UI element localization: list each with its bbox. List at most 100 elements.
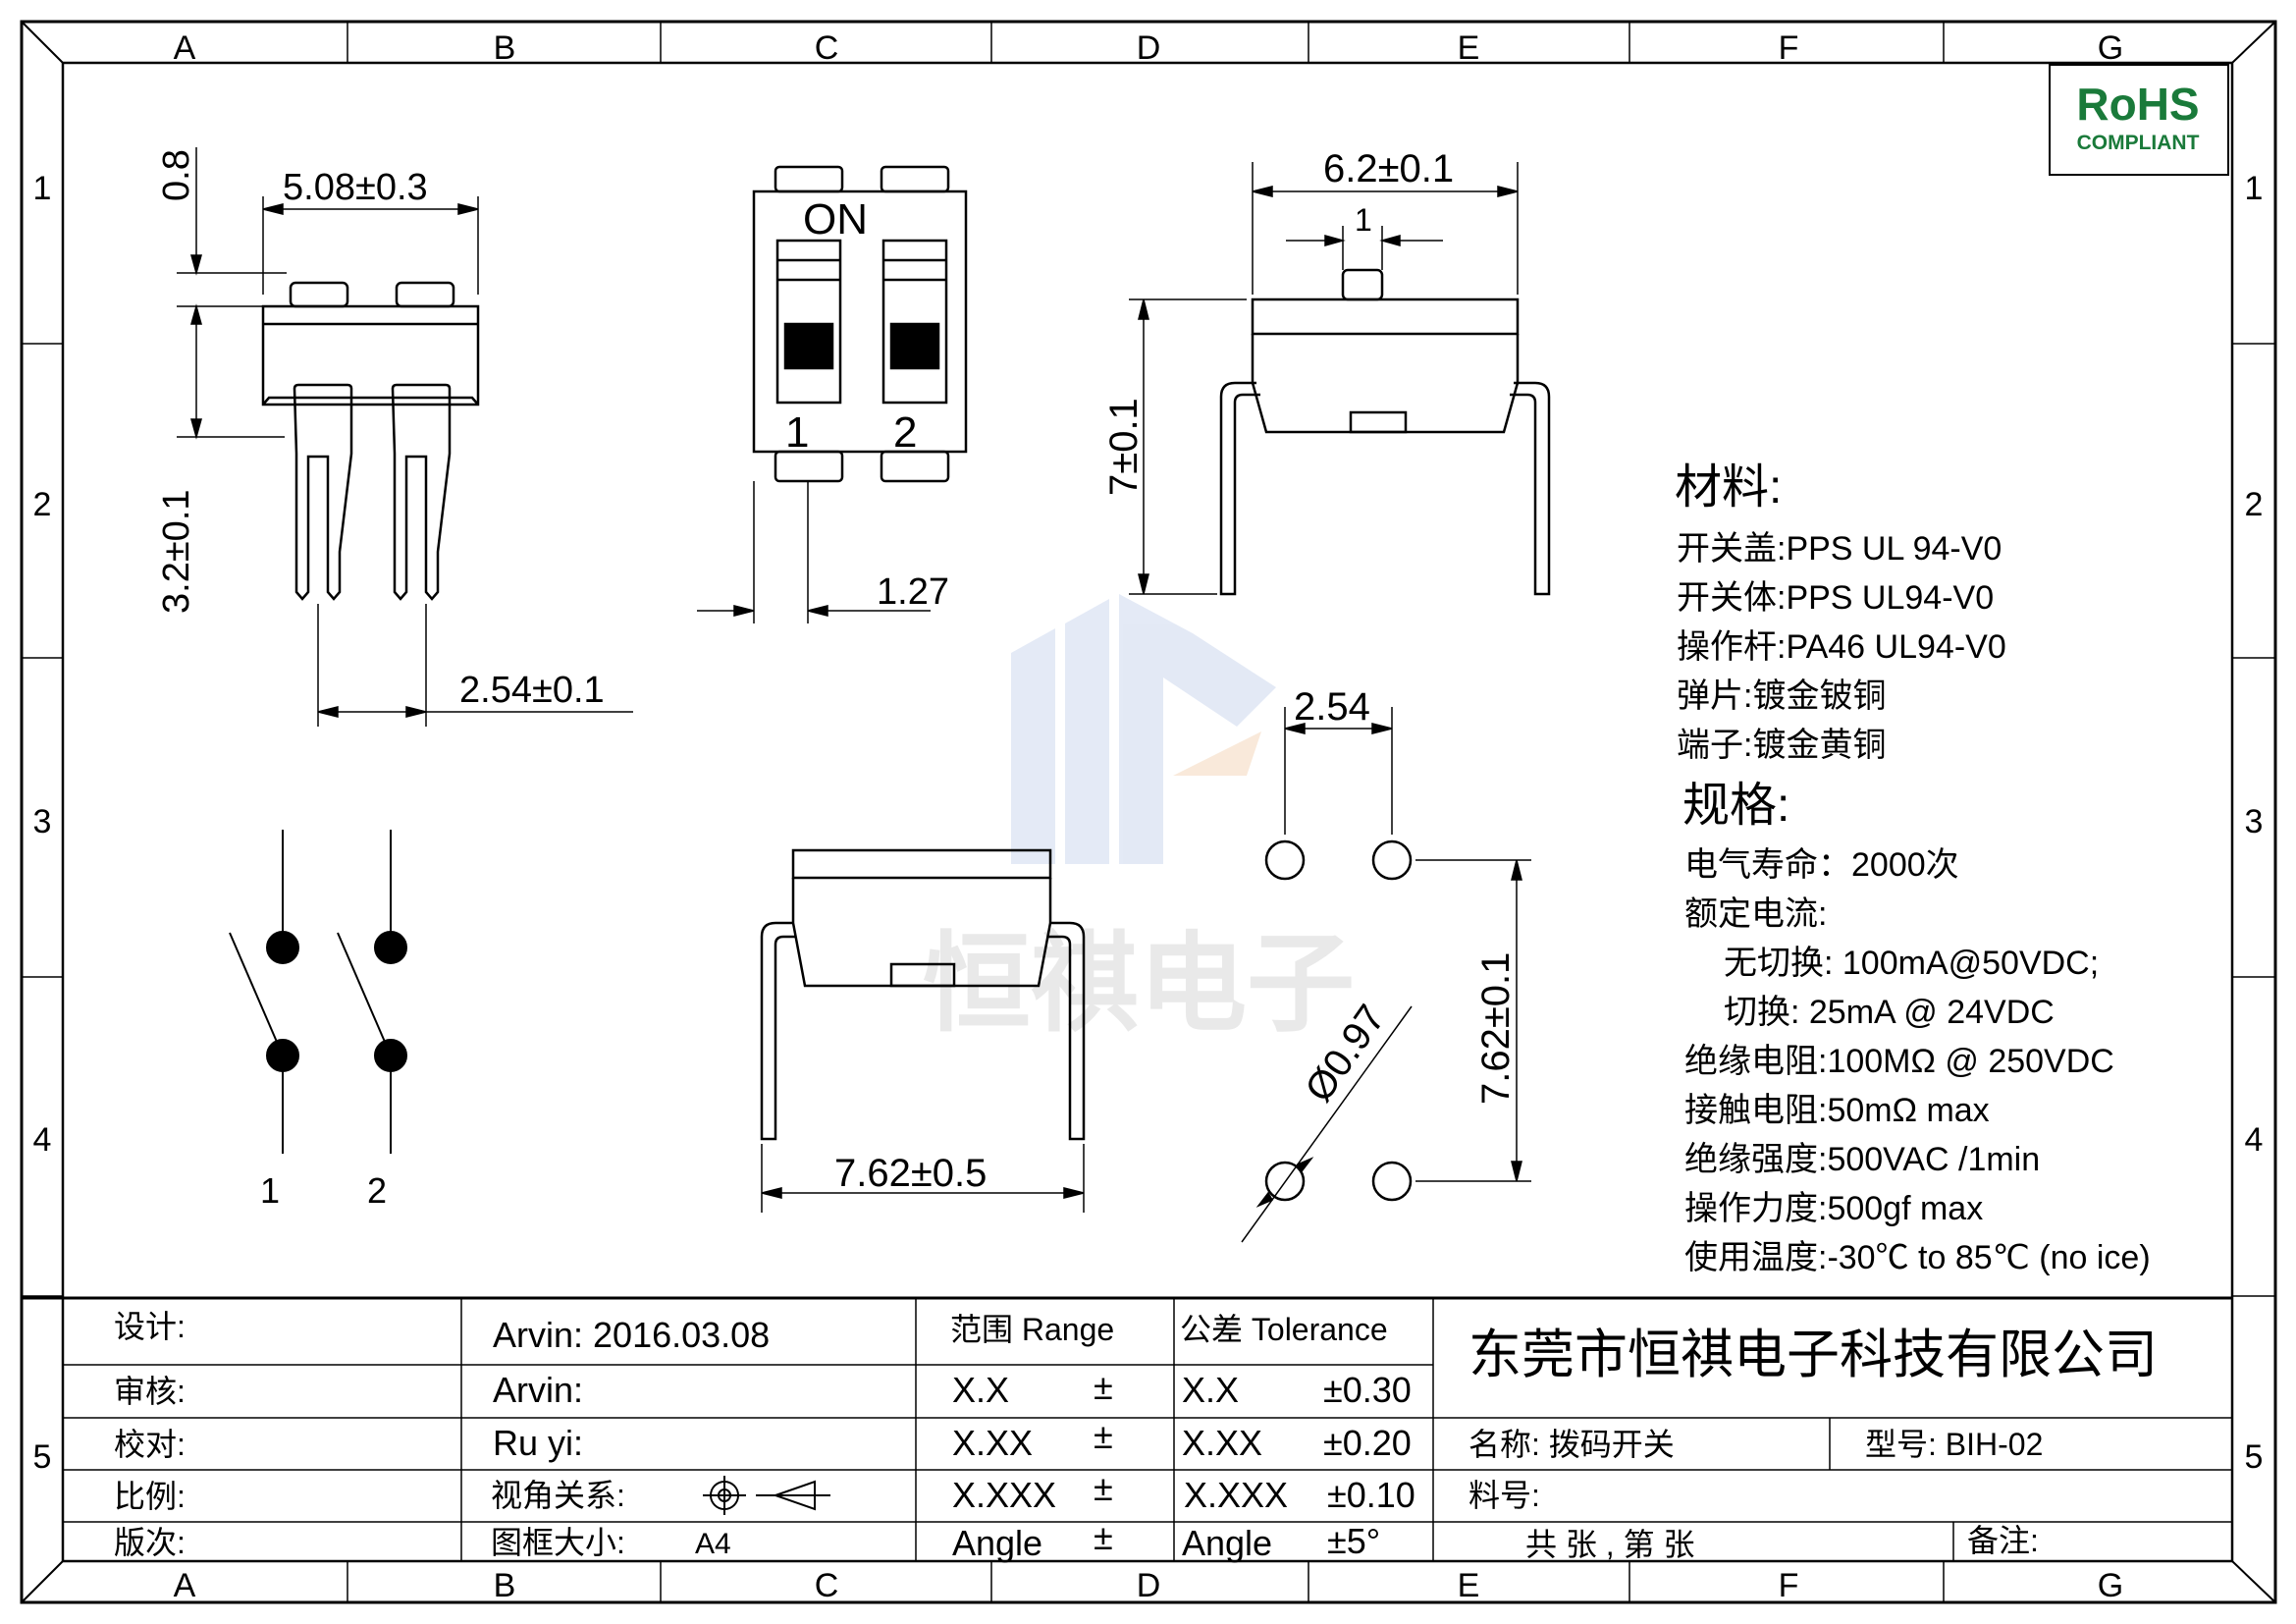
row-label-2-right: 2 bbox=[2245, 486, 2264, 523]
row-label-3-left: 3 bbox=[33, 803, 52, 840]
col-label-b-bottom: B bbox=[494, 1567, 516, 1604]
col-label-f-top: F bbox=[1779, 29, 1799, 67]
dim-6-2: 6.2±0.1 bbox=[1323, 147, 1454, 190]
review-value: Arvin: bbox=[493, 1370, 583, 1410]
title-block-labels: 设计: 审核: 校对: 比例: 版次: bbox=[114, 1309, 186, 1560]
top-view-text: ON 1 2 1.27 bbox=[785, 195, 949, 613]
materials-line-5: 端子:镀金黄铜 bbox=[1677, 727, 1886, 764]
range-row-4: Angle bbox=[952, 1523, 1042, 1563]
range-pm-2: ± bbox=[1094, 1416, 1113, 1456]
range-pm-1: ± bbox=[1094, 1367, 1113, 1407]
row-label-1-left: 1 bbox=[33, 170, 52, 207]
range-pm-3: ± bbox=[1094, 1468, 1113, 1508]
specs-line-1: 电气寿命：2000次 bbox=[1684, 846, 1959, 884]
title-block-grid bbox=[22, 1296, 2232, 1561]
dim-2-54-pitch: 2.54±0.1 bbox=[459, 670, 605, 711]
tol-val-2: ±0.20 bbox=[1323, 1423, 1412, 1463]
rohs-subtitle: COMPLIANT bbox=[2077, 132, 2200, 154]
tolerance-header: 公差 Tolerance bbox=[1180, 1312, 1388, 1347]
specs-title: 规格: bbox=[1682, 780, 1789, 832]
schematic-labels: 1 2 bbox=[260, 1170, 387, 1211]
schematic-label-1: 1 bbox=[260, 1170, 280, 1211]
tol-val-1: ±0.30 bbox=[1323, 1370, 1412, 1410]
end-view-text: 6.2±0.1 1 7±0.1 bbox=[1102, 147, 1454, 496]
range-pm-4: ± bbox=[1094, 1517, 1113, 1557]
switch-label-1: 1 bbox=[785, 408, 809, 457]
view-label: 视角关系: bbox=[491, 1478, 625, 1513]
label-review: 审核: bbox=[114, 1374, 186, 1409]
rohs-badge: RoHS COMPLIANT bbox=[2049, 64, 2229, 176]
rohs-title: RoHS bbox=[2076, 79, 2199, 130]
company-name: 东莞市恒祺电子科技有限公司 bbox=[1468, 1326, 2158, 1384]
specs-line-9: 使用温度:-30℃ to 85℃ (no ice) bbox=[1684, 1239, 2151, 1276]
tol-row-1: X.X bbox=[1182, 1370, 1239, 1410]
on-label: ON bbox=[803, 195, 868, 244]
specs-line-2: 额定电流: bbox=[1684, 895, 1827, 933]
specs-line-3: 无切换: 100mA@50VDC; bbox=[1724, 945, 2099, 982]
side-view-dimensions bbox=[177, 147, 633, 727]
sheet-count: 共 张 , 第 张 bbox=[1525, 1527, 1694, 1562]
tol-val-3: ±0.10 bbox=[1327, 1475, 1415, 1515]
dim-7-62-width: 7.62±0.5 bbox=[834, 1152, 987, 1195]
specs-block: 规格: 电气寿命：2000次 额定电流: 无切换: 100mA@50VDC; 切… bbox=[1682, 780, 2151, 1276]
tol-row-3: X.XXX bbox=[1184, 1475, 1288, 1515]
specs-line-4: 切换: 25mA @ 24VDC bbox=[1724, 994, 2055, 1031]
dim-7-62-holes: 7.62±0.1 bbox=[1474, 952, 1518, 1105]
col-label-a-bottom: A bbox=[174, 1567, 196, 1604]
row-label-1-right: 1 bbox=[2245, 170, 2264, 207]
range-row-3: X.XXX bbox=[952, 1475, 1056, 1515]
materials-title: 材料: bbox=[1675, 461, 1782, 514]
label-revision: 版次: bbox=[114, 1525, 186, 1560]
tol-row-2: X.XX bbox=[1182, 1423, 1262, 1463]
row-label-4-right: 4 bbox=[2245, 1121, 2264, 1159]
dim-2-54-holes: 2.54 bbox=[1294, 685, 1370, 729]
specs-line-6: 接触电阻:50mΩ max bbox=[1684, 1092, 1990, 1129]
hole-pattern bbox=[1264, 839, 1413, 1202]
materials-line-4: 弹片:镀金铍铜 bbox=[1677, 677, 1886, 715]
front-view-text: 7.62±0.5 bbox=[834, 1152, 987, 1195]
label-scale: 比例: bbox=[114, 1479, 186, 1514]
materials-line-1: 开关盖:PPS UL 94-V0 bbox=[1677, 530, 2002, 568]
range-header: 范围 Range bbox=[950, 1312, 1114, 1347]
tol-row-4: Angle bbox=[1182, 1523, 1272, 1563]
range-row-2: X.XX bbox=[952, 1423, 1033, 1463]
row-label-4-left: 4 bbox=[33, 1121, 52, 1159]
col-label-e-bottom: E bbox=[1458, 1567, 1480, 1604]
dim-0-8: 0.8 bbox=[156, 149, 197, 201]
col-label-f-bottom: F bbox=[1779, 1567, 1799, 1604]
dim-7: 7±0.1 bbox=[1102, 398, 1146, 496]
projection-symbol bbox=[703, 1476, 830, 1515]
row-label-3-right: 3 bbox=[2245, 803, 2264, 840]
title-block-values: Arvin: 2016.03.08 Arvin: Ru yi: 视角关系: 图框… bbox=[491, 1315, 770, 1560]
front-view-dimensions bbox=[761, 1144, 1085, 1213]
col-label-c-top: C bbox=[815, 29, 839, 67]
side-view-pins bbox=[261, 281, 480, 601]
watermark-text: 恒祺电子 bbox=[923, 924, 1355, 1045]
end-view bbox=[1219, 268, 1551, 596]
remark-label: 备注: bbox=[1967, 1523, 2039, 1558]
col-label-c-bottom: C bbox=[815, 1567, 839, 1604]
tolerance-column: 公差 Tolerance X.X X.XX X.XXX Angle ±0.30 … bbox=[1180, 1312, 1415, 1563]
dim-5-08: 5.08±0.3 bbox=[283, 167, 428, 208]
range-row-1: X.X bbox=[952, 1370, 1009, 1410]
col-label-b-top: B bbox=[494, 29, 516, 67]
switch-label-2: 2 bbox=[893, 408, 917, 457]
material-number: 料号: bbox=[1468, 1478, 1540, 1513]
col-label-g-top: G bbox=[2098, 29, 2123, 67]
materials-block: 材料: 开关盖:PPS UL 94-V0 开关体:PPS UL94-V0 操作杆… bbox=[1675, 461, 2006, 764]
dim-3-2: 3.2±0.1 bbox=[156, 489, 197, 614]
side-view-dim-text: 5.08±0.3 0.8 3.2±0.1 2.54±0.1 bbox=[156, 149, 605, 711]
schematic bbox=[229, 830, 407, 1154]
frame-size-value: A4 bbox=[695, 1528, 731, 1560]
tol-val-4: ±5° bbox=[1327, 1521, 1380, 1561]
label-design: 设计: bbox=[114, 1309, 186, 1344]
specs-line-5: 绝缘电阻:100MΩ @ 250VDC bbox=[1684, 1043, 2114, 1080]
front-view bbox=[760, 848, 1086, 1141]
col-label-d-top: D bbox=[1137, 29, 1161, 67]
end-view-dimensions bbox=[1129, 162, 1519, 595]
col-label-d-bottom: D bbox=[1137, 1567, 1161, 1604]
check-value: Ru yi: bbox=[493, 1423, 583, 1463]
frame-labels: A B C D E F G A B C D E F G 1 2 3 4 5 1 … bbox=[33, 29, 2264, 1604]
label-check: 校对: bbox=[114, 1427, 186, 1462]
